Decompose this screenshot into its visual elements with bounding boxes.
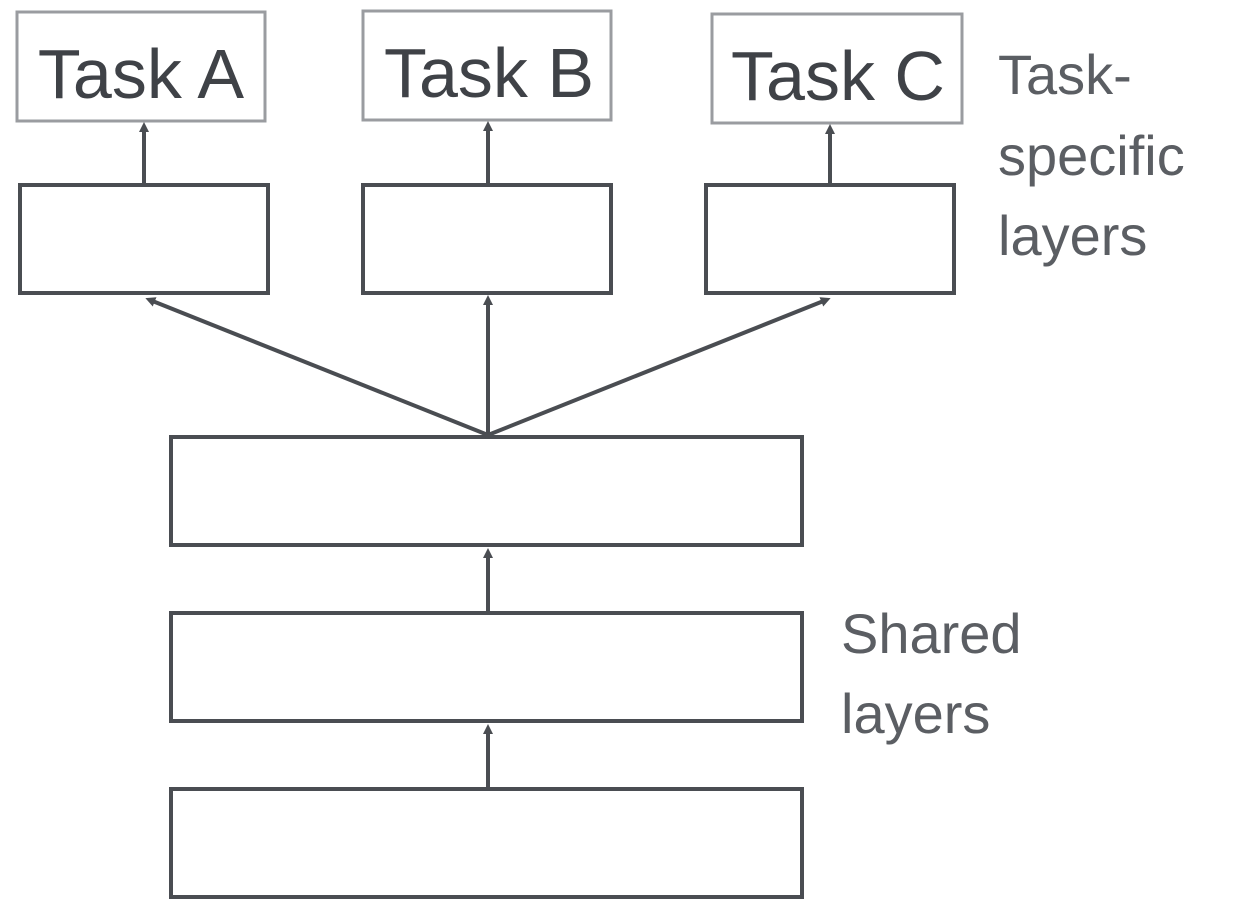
task-a-output: Task A (15, 10, 267, 123)
task-c-output: Task C (710, 12, 964, 125)
shared-layer-middle (169, 611, 804, 723)
task-b-box (361, 9, 613, 122)
task-specific-layer-c (704, 183, 956, 295)
shared-layer-top (169, 435, 804, 547)
task-a-label: Task A (38, 35, 245, 113)
task-specific-label-line-3: layers (998, 204, 1147, 267)
branch-arrow-c (487, 297, 831, 437)
shared-label-line-2: layers (841, 682, 990, 745)
branch-arrow-a (145, 297, 489, 437)
task-b-output: Task B (361, 9, 613, 122)
task-specific-layers-label: Task- specific layers (998, 43, 1185, 267)
shared-layers-label: Shared layers (841, 602, 1022, 745)
task-a-box (15, 10, 267, 123)
task-b-label: Task B (384, 34, 594, 112)
task-c-label: Task C (731, 37, 945, 115)
task-c-box (710, 12, 964, 125)
shared-layer-bottom (169, 787, 804, 899)
shared-label-line-1: Shared (841, 602, 1022, 665)
task-specific-layer-b (361, 183, 613, 295)
task-specific-label-line-1: Task- (998, 43, 1132, 106)
task-specific-label-line-2: specific (998, 124, 1185, 187)
task-specific-layer-a (18, 183, 270, 295)
